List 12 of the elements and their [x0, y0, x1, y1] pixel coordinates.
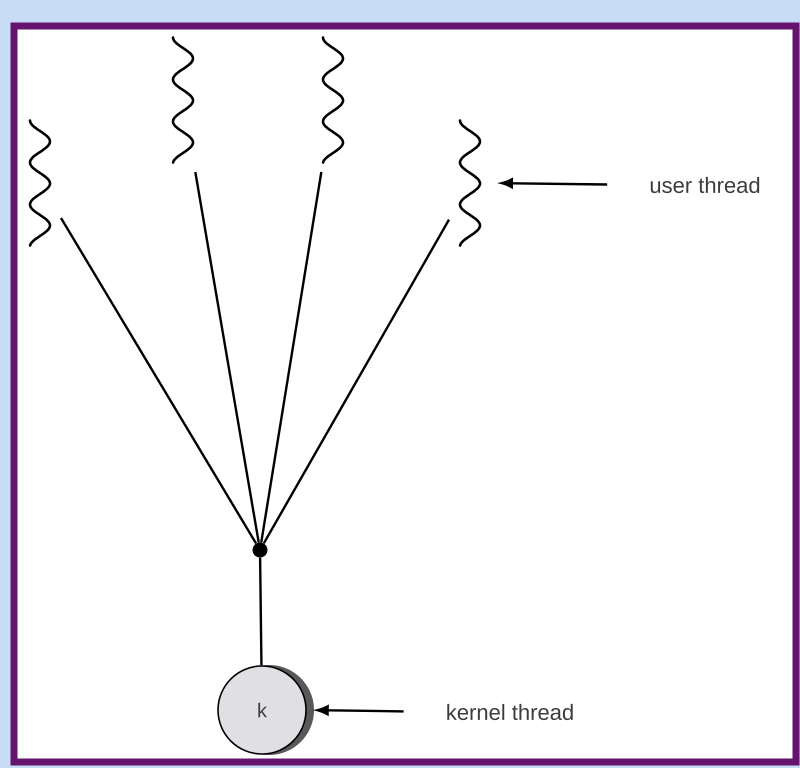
callout-label: kernel thread	[447, 704, 573, 720]
connector-line	[262, 219, 450, 544]
user-thread-wave	[172, 36, 194, 164]
user-thread-wave	[28, 119, 52, 247]
connector-line	[258, 558, 263, 666]
connector-line	[260, 172, 323, 543]
connector-line	[194, 172, 260, 543]
callout-label: user thread	[650, 176, 760, 194]
connector-line	[60, 217, 258, 544]
user-thread-wave	[322, 36, 344, 164]
junction-dot	[252, 542, 268, 558]
user-thread-wave	[458, 119, 482, 247]
